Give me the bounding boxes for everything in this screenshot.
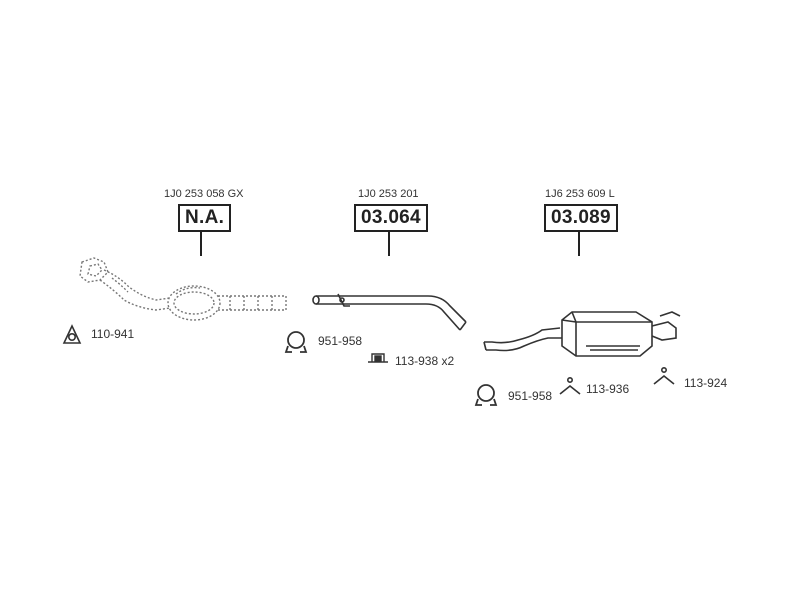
rubber-mount-icon: [368, 353, 388, 363]
accessory-label-hanger: 113-936: [586, 382, 630, 396]
accessory-label-gasket: 110-941: [91, 327, 135, 341]
front-pipe-catalyst-drawing: [79, 257, 287, 321]
hanger-icon: [559, 376, 581, 395]
accessory-label-clamp: 951-958: [508, 389, 553, 403]
middle-pipe-drawing: [312, 293, 467, 331]
rear-silencer-drawing: [483, 311, 681, 357]
ref-box-rear: 03.089: [544, 204, 618, 232]
gasket-icon: [62, 324, 82, 344]
ref-box-front: N.A.: [178, 204, 232, 232]
part-number-middle: 1J0 253 201: [358, 188, 419, 200]
part-number-front: 1J0 253 058 GX: [164, 188, 244, 200]
clamp-icon: [474, 384, 498, 406]
ref-box-middle: 03.064: [354, 204, 428, 232]
accessory-label-mount: 113-938 x2: [395, 354, 455, 368]
accessory-label-hanger: 113-924: [684, 376, 728, 390]
part-number-rear: 1J6 253 609 L: [545, 188, 615, 200]
clamp-icon: [284, 331, 308, 353]
hanger-icon: [653, 366, 675, 385]
accessory-label-clamp: 951-958: [318, 334, 363, 348]
